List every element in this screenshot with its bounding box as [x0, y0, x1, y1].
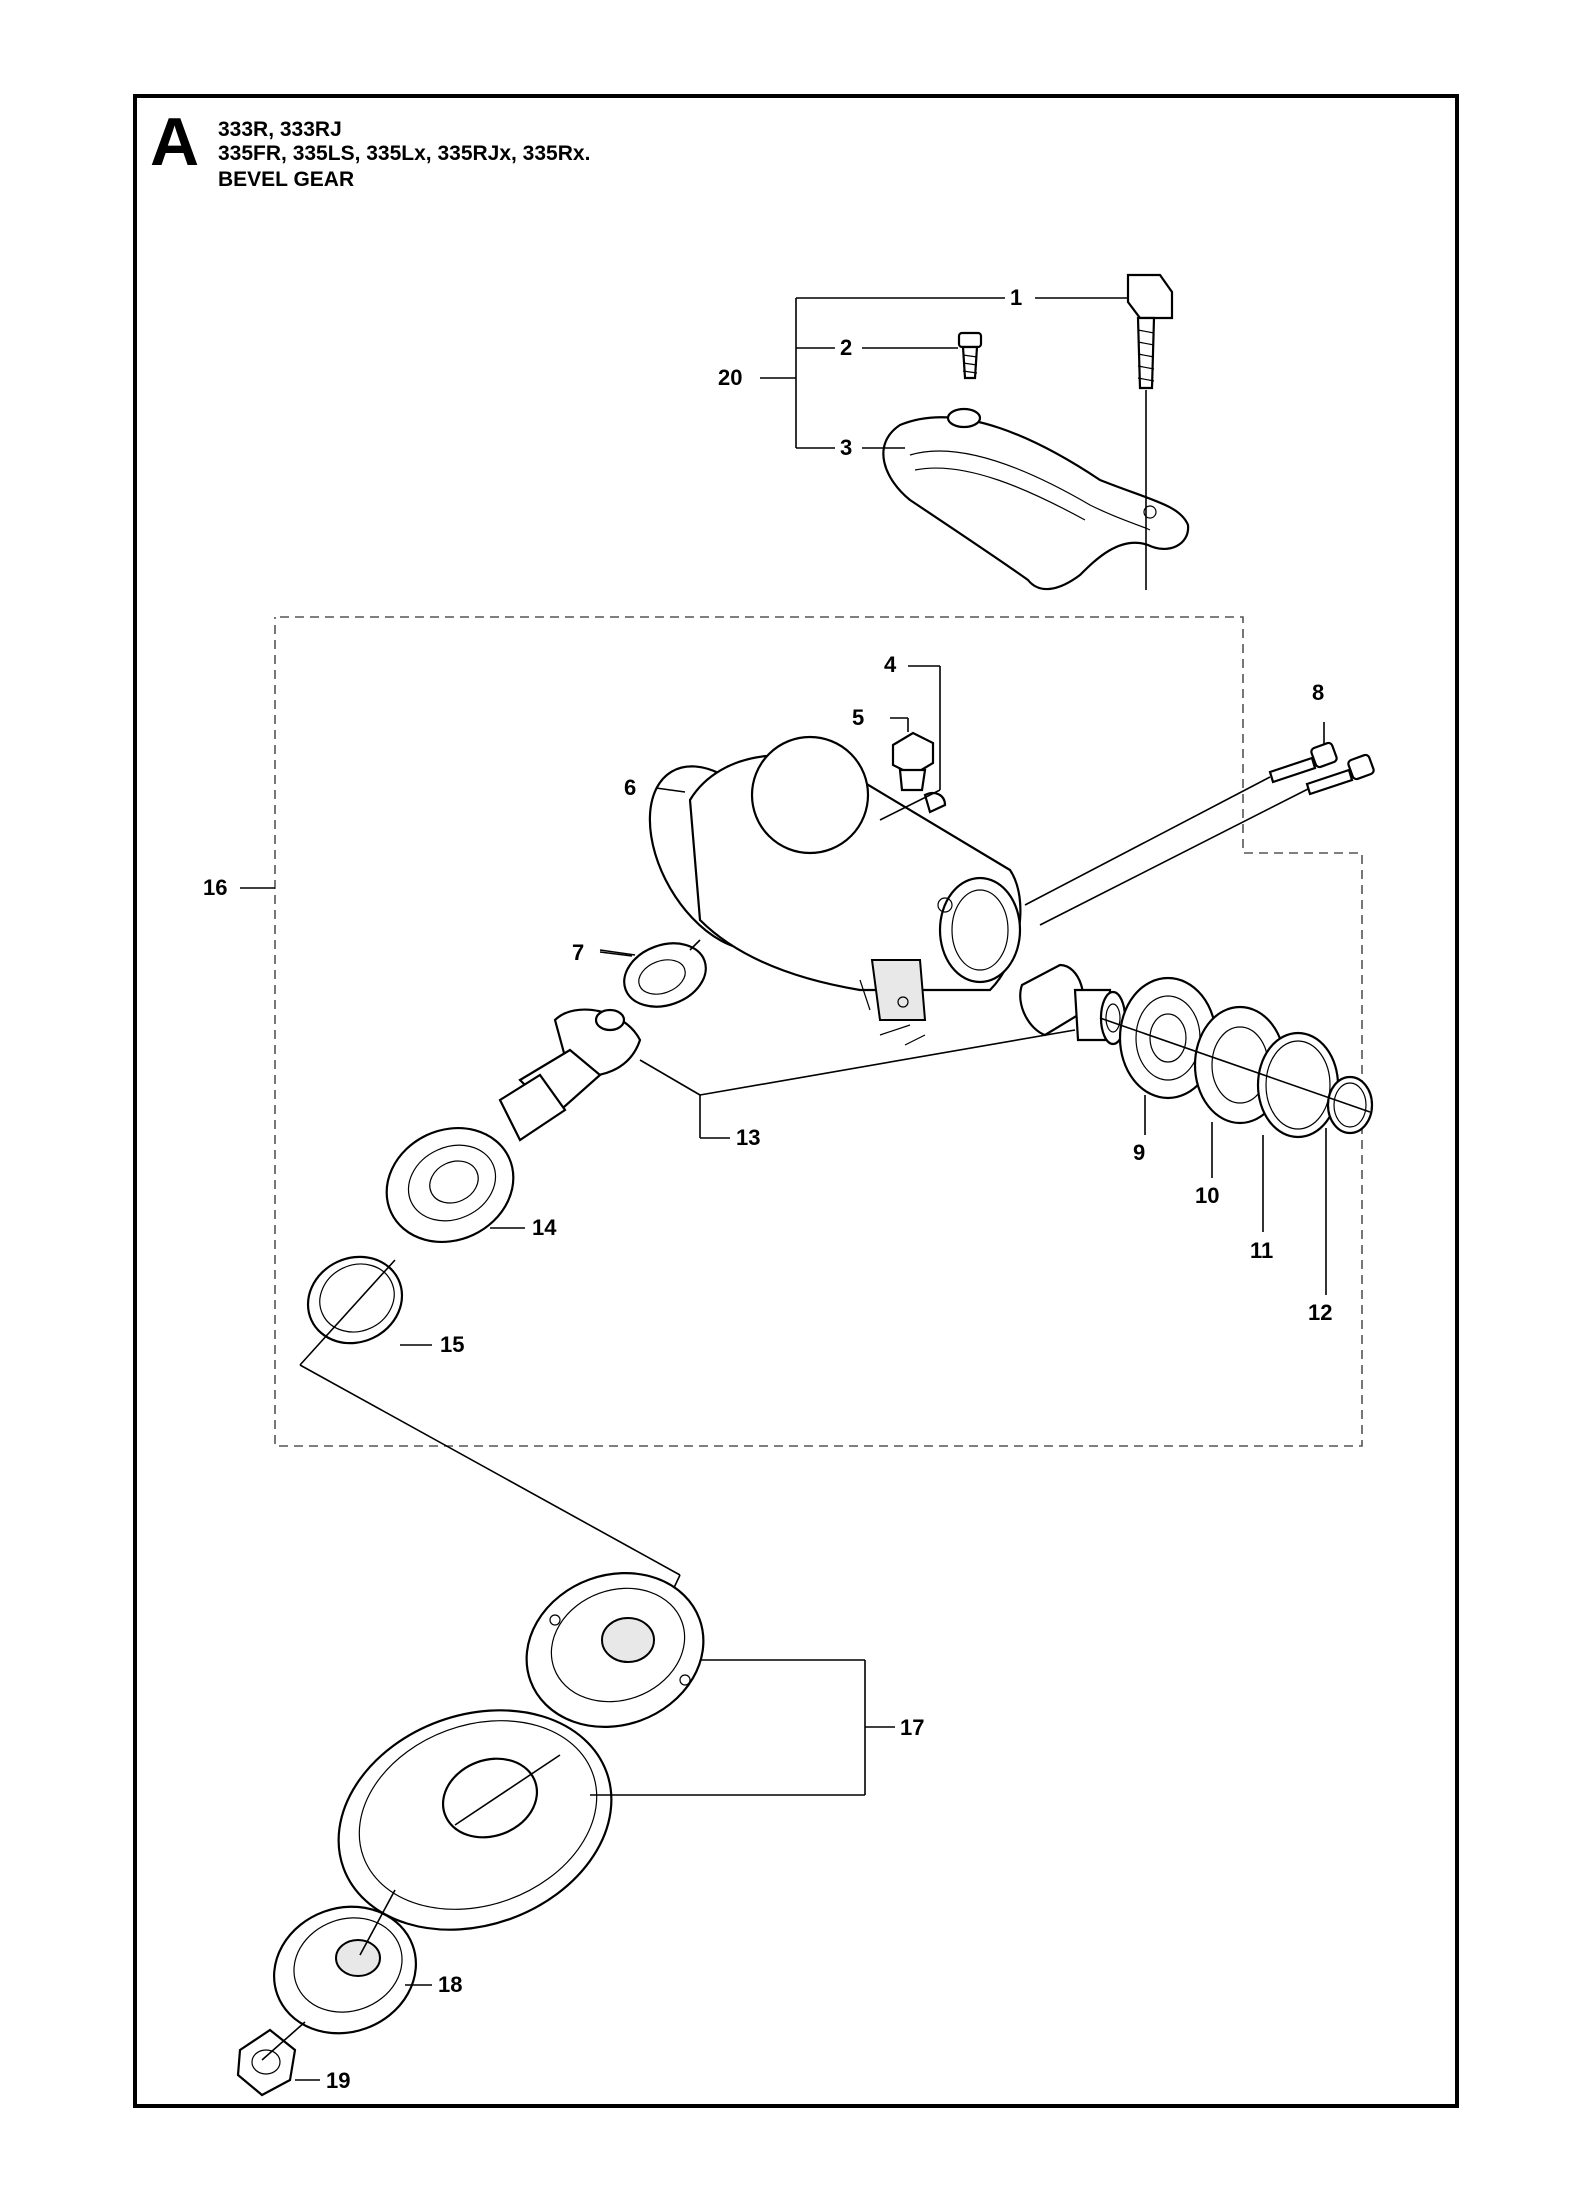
part-19-nut	[236, 2028, 297, 2097]
callout-4: 4	[884, 652, 897, 677]
callout-18: 18	[438, 1972, 462, 1997]
part-8-screws	[1024, 722, 1375, 926]
callout-3: 3	[840, 435, 852, 460]
part-15-ring	[306, 1255, 404, 1345]
part-3-clamp-body	[882, 416, 1190, 591]
callout-15: 15	[440, 1332, 464, 1357]
part-1-bolt-head	[1126, 273, 1174, 320]
plug-and-seal	[879, 665, 947, 821]
part-11-ring	[1256, 1031, 1340, 1139]
callout-14: 14	[532, 1215, 557, 1240]
section-title: BEVEL GEAR	[218, 168, 355, 191]
model-list-line-1: 333R, 333RJ	[218, 118, 342, 141]
callout-9: 9	[1133, 1140, 1145, 1165]
part-2-screw-head	[957, 331, 983, 349]
callout-5: 5	[852, 705, 864, 730]
clamp-assembly	[760, 273, 1190, 591]
section-letter: A	[150, 104, 200, 180]
part-6-housing-top-boss	[750, 735, 870, 855]
pinion-shaft-right	[1019, 963, 1374, 1295]
callout-1: 1	[1010, 285, 1022, 310]
part-5-plug	[891, 731, 935, 777]
bearing-and-ring-lower	[306, 1126, 525, 1346]
part-4-seal	[923, 791, 947, 814]
support-cup-and-nut	[236, 1889, 432, 2097]
part-6-housing-tube-end	[938, 876, 1022, 984]
callout-19: 19	[326, 2068, 350, 2093]
assembly-16-boundary	[274, 616, 1363, 1447]
drawing-frame	[133, 94, 1459, 2108]
model-list-line-2: 335FR, 335LS, 335Lx, 335RJx, 335Rx.	[218, 142, 591, 165]
part-7-bearing	[623, 942, 707, 1008]
bevel-gear-left	[498, 939, 1076, 1142]
part-14-bearing	[385, 1126, 515, 1244]
callout-6: 6	[624, 775, 636, 800]
callout-10: 10	[1195, 1183, 1219, 1208]
part-2-screw-shank	[961, 345, 979, 380]
callout-8: 8	[1312, 680, 1324, 705]
callout-7: 7	[572, 940, 584, 965]
callout-11: 11	[1250, 1238, 1273, 1263]
part-1-bolt-shank	[1136, 316, 1156, 390]
callout-17: 17	[900, 1715, 924, 1740]
callout-16: 16	[203, 875, 227, 900]
callout-13: 13	[736, 1125, 760, 1150]
gear-housing	[648, 735, 1022, 1046]
callout-20: 20	[718, 365, 742, 390]
callout-2: 2	[840, 335, 852, 360]
callout-12: 12	[1308, 1300, 1332, 1325]
flange-set	[337, 1571, 895, 1931]
